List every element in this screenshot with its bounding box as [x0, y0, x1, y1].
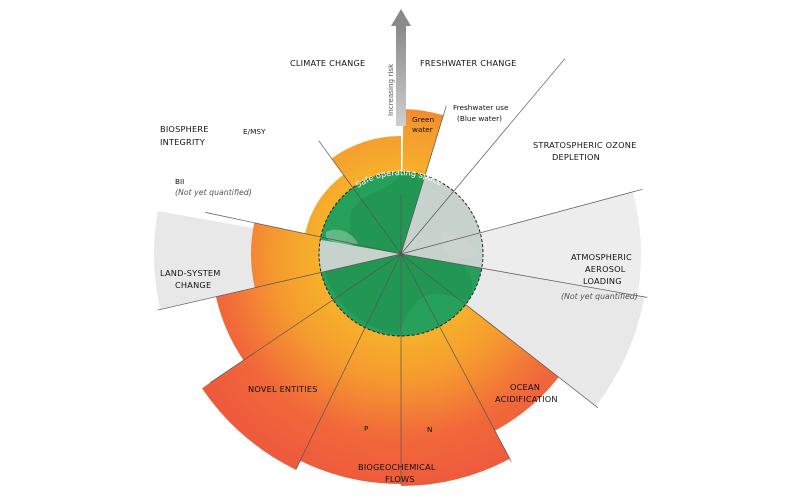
increasing-risk-arrow: Increasing risk [386, 9, 411, 126]
bii-label: BII [175, 177, 184, 186]
boundary-line [400, 105, 447, 255]
biosphere-label-2: INTEGRITY [160, 137, 206, 147]
climate-change-label: CLIMATE CHANGE [290, 58, 365, 68]
boundary-line [400, 253, 512, 462]
boundary-line [295, 253, 402, 470]
blue-water-label-2: (Blue water) [457, 114, 502, 123]
ocean-label-1: OCEAN [510, 382, 540, 392]
boundary-line [205, 212, 402, 255]
green-water-label-1: Green [412, 115, 434, 124]
emsy-label: E/MSY [243, 127, 266, 136]
aerosol-label-1: ATMOSPHERIC [571, 252, 632, 262]
boundary-line [400, 253, 648, 298]
boundary-line [400, 253, 599, 409]
land-system-label-1: LAND-SYSTEM [160, 268, 221, 278]
ozone-label-2: DEPLETION [552, 152, 600, 162]
boundary-line [157, 253, 402, 311]
increasing-risk-label: Increasing risk [386, 63, 395, 116]
aerosol-grey-sector-2 [401, 191, 642, 296]
aerosol-note: (Not yet quantified) [561, 292, 638, 301]
p-label: P [364, 424, 369, 433]
aerosol-label-3: LOADING [583, 276, 622, 286]
ozone-label-1: STRATOSPHERIC OZONE [533, 140, 636, 150]
freshwater-change-label: FRESHWATER CHANGE [420, 58, 517, 68]
boundary-line [400, 188, 643, 255]
boundary-line [210, 253, 402, 383]
ozone-safe-grey [401, 175, 481, 254]
bii-note: (Not yet quantified) [175, 188, 252, 197]
n-label: N [427, 425, 432, 434]
aerosol-safe-grey [401, 232, 483, 269]
bii-safe-grey [319, 239, 401, 273]
boundary-line [400, 58, 566, 255]
biogeochemical-label-2: FLOWS [385, 474, 415, 484]
boundary-line [318, 140, 402, 255]
boundary-lines [157, 58, 648, 484]
aerosol-label-2: AEROSOL [585, 264, 626, 274]
ocean-label-2: ACIDIFICATION [495, 394, 558, 404]
novel-entities-label: NOVEL ENTITIES [248, 384, 318, 394]
biogeochemical-label-1: BIOGEOCHEMICAL [358, 462, 436, 472]
biosphere-label-1: BIOSPHERE [160, 124, 209, 134]
grey-overlays [319, 175, 483, 273]
blue-water-label-1: Freshwater use [453, 103, 509, 112]
green-water-label-2: water [412, 125, 433, 134]
land-system-label-2: CHANGE [175, 280, 211, 290]
